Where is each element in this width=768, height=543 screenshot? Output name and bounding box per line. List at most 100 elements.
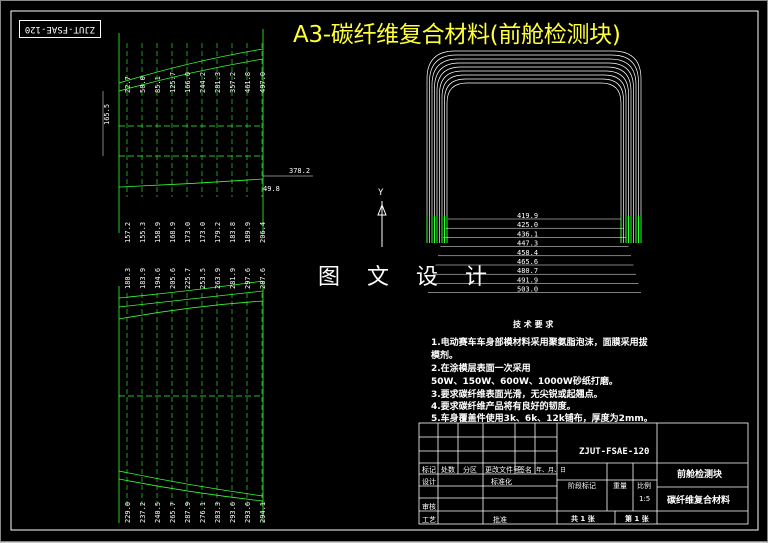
title-block-review: 审核 xyxy=(422,503,436,511)
top-dim-label: 281.3 xyxy=(214,72,222,93)
drawing-border xyxy=(10,10,759,531)
top-dim-label: 297.6 xyxy=(244,268,252,289)
watermark-text: 图 文 设 计 xyxy=(318,265,497,290)
frame-contour xyxy=(434,62,634,241)
frame-contour xyxy=(429,54,639,241)
left-dim-label: 165.5 xyxy=(103,104,111,125)
bottom-dim-label: 265.7 xyxy=(169,502,177,523)
title-block-stage: 阶段标记 xyxy=(568,482,596,490)
bottom-dim-label: 189.9 xyxy=(244,222,252,243)
bottom-dim-label: 206.4 xyxy=(259,222,267,243)
top-dim-label: 357.2 xyxy=(229,72,237,93)
width-dim-label: 480.7 xyxy=(517,267,538,275)
frame-contour xyxy=(446,82,622,241)
tech-note-line: 模剂。 xyxy=(431,351,459,361)
bottom-dim-label: 293.6 xyxy=(229,502,237,523)
right-dim-label: 378.2 xyxy=(289,167,310,175)
width-dim-label: 419.9 xyxy=(517,212,538,220)
top-dim-label: 205.6 xyxy=(169,268,177,289)
top-dim-label: 166.0 xyxy=(184,72,192,93)
top-dim-label: 281.9 xyxy=(229,268,237,289)
bottom-view-station-lines: 180.3 229.0 183.9 237.2 194.6 240.5 205.6 265.7… xyxy=(124,268,267,523)
frame-contour xyxy=(439,70,629,241)
width-dim-label: 447.3 xyxy=(517,240,538,248)
top-dim-label: 194.6 xyxy=(154,268,162,289)
title-block-grid xyxy=(418,422,749,525)
tech-note-line: 3.要求碳纤维表面光滑，无尖锐或起翘点。 xyxy=(431,390,603,400)
bottom-dim-label: 158.9 xyxy=(154,222,162,243)
drawing-title: A3-碳纤维复合材料(前舱检测块) xyxy=(293,22,621,48)
width-dim-label: 503.0 xyxy=(517,286,538,294)
tech-note-line: 5.车身覆盖件使用3k、6k、12k铺布，厚度为2mm。 xyxy=(431,414,653,424)
bottom-dim-label: 168.9 xyxy=(169,222,177,243)
top-dim-label: 461.8 xyxy=(244,72,252,93)
top-dim-label: 183.9 xyxy=(139,268,147,289)
bottom-dim-label: 157.2 xyxy=(124,222,132,243)
bottom-dim-label: 287.9 xyxy=(184,502,192,523)
top-dim-label: 85.1 xyxy=(154,76,162,93)
title-block-sheet: 第 1 张 xyxy=(625,515,649,523)
title-block-scale: 比例 xyxy=(637,482,651,490)
title-block-label: 分区 xyxy=(463,466,477,474)
frame-contour xyxy=(431,58,637,241)
title-block-part-name: 前舱检测块 xyxy=(677,470,723,480)
bottom-dim-label: 183.8 xyxy=(229,222,237,243)
top-dim-label: 244.2 xyxy=(199,72,207,93)
title-block-weight: 重量 xyxy=(613,482,627,490)
title-block-label: 签名 xyxy=(518,466,532,474)
width-dim-label: 491.9 xyxy=(517,276,538,284)
top-dim-label: 253.5 xyxy=(199,268,207,289)
y-axis-label: Y xyxy=(378,188,384,198)
tech-note-line: 50W、150W、600W、1000W砂纸打磨。 xyxy=(431,377,618,387)
bottom-dim-label: 237.2 xyxy=(139,502,147,523)
width-dim-label: 458.4 xyxy=(517,249,538,257)
top-dim-label: 225.7 xyxy=(184,268,192,289)
frame-contour xyxy=(441,74,627,241)
bottom-dim-label: 173.0 xyxy=(199,222,207,243)
top-dim-label: 50.0 xyxy=(139,76,147,93)
frame-contour xyxy=(426,50,642,241)
width-dim-label: 436.1 xyxy=(517,230,538,238)
title-block-label: 更改文件号 xyxy=(485,466,520,474)
tech-note-line: 1.电动赛车车身部模材料采用聚氨脂泡沫，面膜采用拔 xyxy=(431,338,648,348)
title-block-material: 碳纤维复合材料 xyxy=(667,496,731,506)
tech-notes-heading: 技 术 要 求 xyxy=(513,320,554,329)
title-block-approve: 批准 xyxy=(493,516,507,524)
top-dim-label: 287.6 xyxy=(259,268,267,289)
title-block-label: 标记 xyxy=(422,466,436,474)
top-dim-label: 125.7 xyxy=(169,72,177,93)
title-block-design: 设计 xyxy=(422,478,436,486)
bottom-dim-label: 155.3 xyxy=(139,222,147,243)
title-block-process: 工艺 xyxy=(422,516,436,524)
bottom-dim-label: 173.0 xyxy=(184,222,192,243)
title-block-sheets: 共 1 张 xyxy=(571,515,595,523)
frame-section-view xyxy=(426,50,642,243)
width-dim-label: 425.0 xyxy=(517,221,538,229)
title-block-drawing-no: ZJUT-FSAE-120 xyxy=(579,447,650,457)
bottom-dim-label: 179.2 xyxy=(214,222,222,243)
bottom-dim-label: 293.6 xyxy=(244,502,252,523)
tech-note-line: 4.要求碳纤维产品将有良好的韧度。 xyxy=(431,402,576,412)
small-dim-label: 49.8 xyxy=(263,185,280,193)
title-block-scale-value: 1:5 xyxy=(639,495,651,503)
bottom-view xyxy=(118,280,264,523)
bottom-dim-label: 240.5 xyxy=(154,502,162,523)
bottom-dim-label: 283.3 xyxy=(214,502,222,523)
y-axis-arrow xyxy=(377,201,387,247)
top-view xyxy=(118,29,264,233)
top-dim-label: 180.3 xyxy=(124,268,132,289)
title-block-label: 年、月、日 xyxy=(536,467,567,474)
top-dim-label: 263.9 xyxy=(214,268,222,289)
bottom-dim-label: 294.1 xyxy=(259,502,267,523)
frame-width-dimensions: 419.9425.0436.1447.3458.4465.6480.7491.9… xyxy=(428,212,641,294)
title-block-label: 处数 xyxy=(441,466,455,474)
tech-note-line: 2.在涂模层表面一次采用 xyxy=(431,364,531,374)
frame-contour xyxy=(436,66,632,241)
top-dim-label: 22.7 xyxy=(124,76,132,93)
top-dim-label: 497.0 xyxy=(259,72,267,93)
bottom-dim-label: 276.1 xyxy=(199,502,207,523)
bottom-dim-label: 229.0 xyxy=(124,502,132,523)
top-view-station-lines: 22.7 157.2 50.0 155.3 85.1 158.9 125.7 168.9 166… xyxy=(102,43,313,243)
